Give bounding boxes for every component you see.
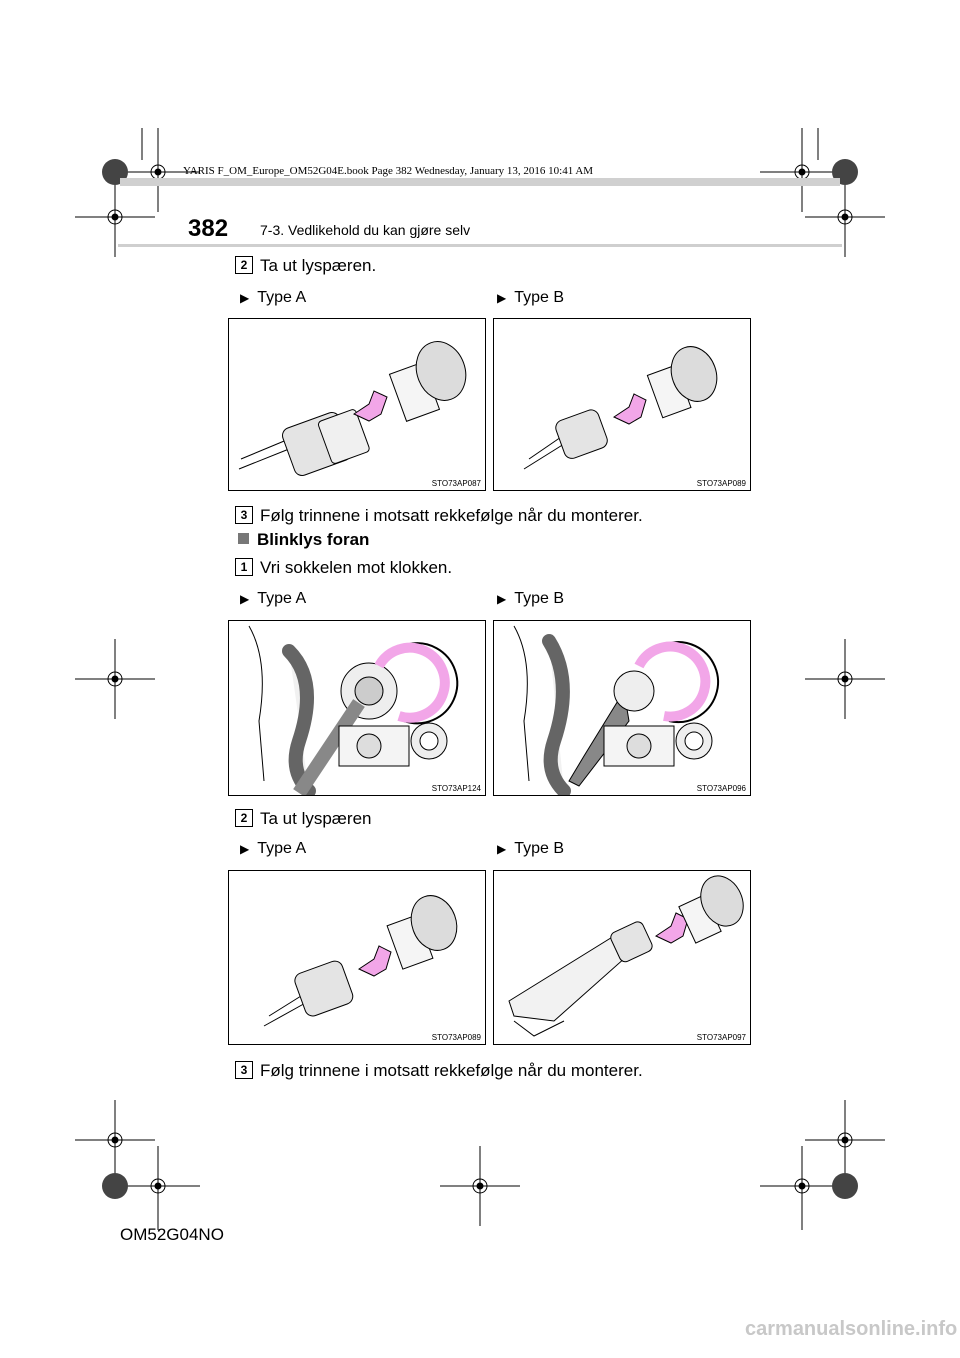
footer-code: OM52G04NO [120,1225,224,1244]
bulb-illustration [508,875,744,1037]
figure-bulb-type-a: STO73AP087 [228,318,486,491]
step-text: Vri sokkelen mot klokken. [260,558,453,577]
figure-bulb-type-b: STO73AP097 [493,870,751,1045]
type-a-label: ▶Type A [240,840,307,857]
step-number: 3 [235,506,253,524]
type-a-label: ▶Type A [240,590,307,607]
figure-bulb-type-b: STO73AP089 [493,318,751,491]
bulb-illustration [523,346,718,470]
figure-bulb-type-a: STO73AP089 [228,870,486,1045]
step-text: Ta ut lyspæren. [260,256,377,275]
type-b-label: ▶Type B [497,840,565,857]
socket-illustration [248,625,459,795]
section-square-icon [238,533,249,544]
figure-code: STO73AP096 [696,784,746,793]
step-number: 3 [235,1061,253,1079]
step-number: 2 [235,809,253,827]
step-text: Følg trinnene i motsatt rekkefølge når d… [260,1061,643,1080]
type-b-label: ▶Type B [497,590,565,607]
type-a-label: ▶Type A [240,289,307,306]
header-rule [118,244,842,247]
figure-socket-type-a: STO73AP124 [228,620,486,796]
header-bar [120,178,840,186]
figure-code: STO73AP089 [431,1033,481,1042]
page-number: 382 [188,215,229,242]
bulb-illustration [238,341,467,476]
step-text: Ta ut lyspæren [260,809,372,828]
figure-code: STO73AP124 [431,784,481,793]
figure-code: STO73AP089 [696,479,746,488]
book-info-line: YARIS F_OM_Europe_OM52G04E.book Page 382… [183,165,594,177]
step-text: Følg trinnene i motsatt rekkefølge når d… [260,506,643,525]
socket-illustration [513,625,720,795]
bulb-illustration [263,895,458,1027]
step-number: 1 [235,558,253,576]
figure-code: STO73AP097 [696,1033,746,1042]
watermark: carmanualsonline.info [745,1318,958,1340]
section-title: Blinklys foran [238,530,369,550]
step-number: 2 [235,256,253,274]
figure-code: STO73AP087 [431,479,481,488]
figure-socket-type-b: STO73AP096 [493,620,751,796]
type-b-label: ▶Type B [497,289,565,306]
section-header: 7-3. Vedlikehold du kan gjøre selv [260,222,471,238]
